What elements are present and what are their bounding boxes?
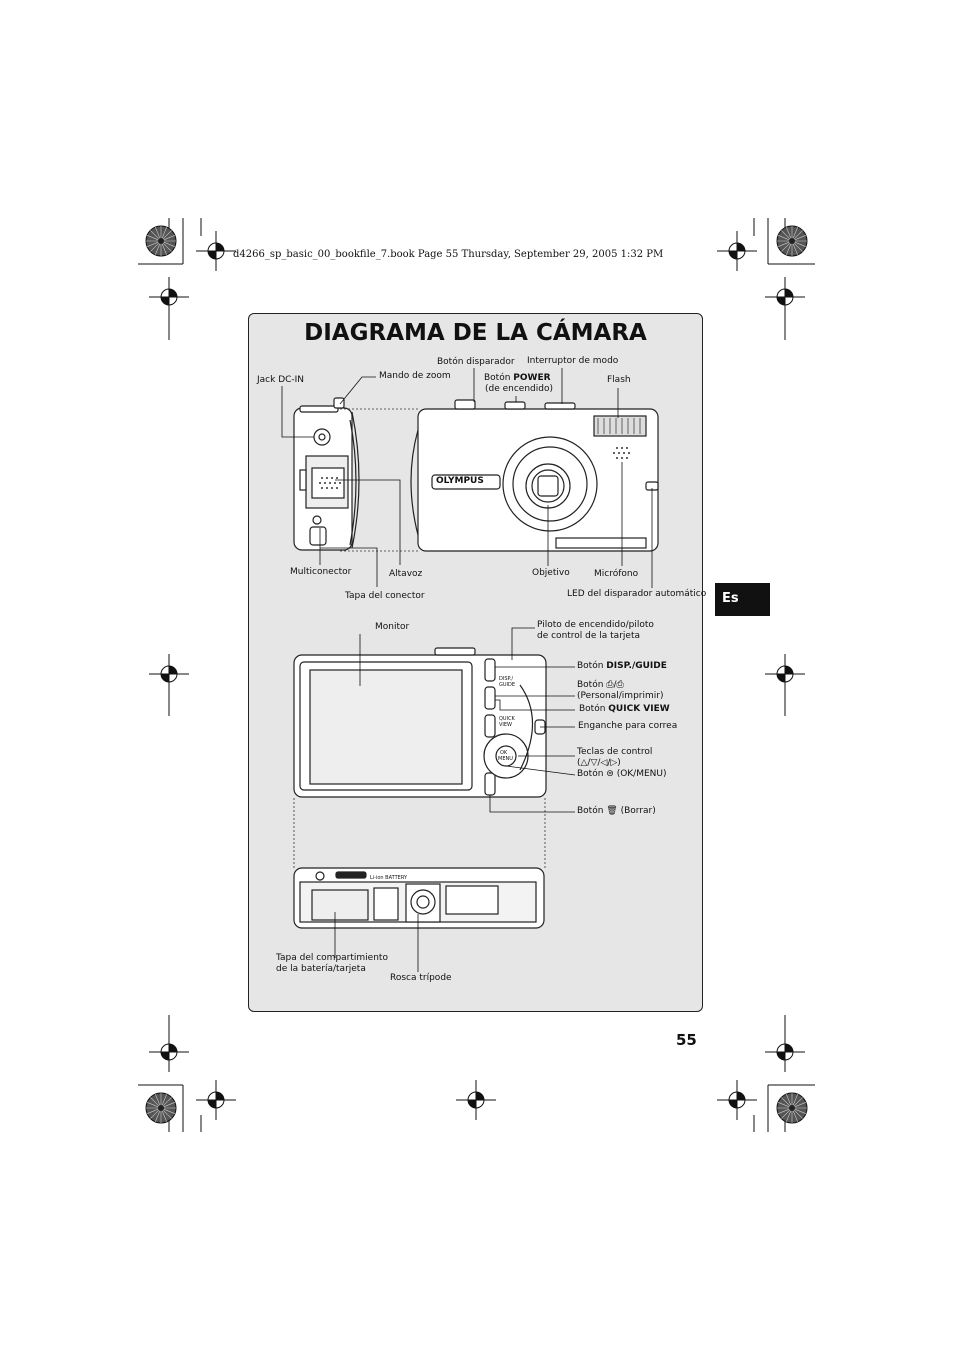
label-monitor: Monitor [375, 622, 410, 632]
leader-lines [281, 368, 653, 972]
label-teclas-2: (△/▽/◁/▷) [577, 758, 621, 768]
label-objetivo: Objetivo [532, 568, 570, 578]
bottom-battery-text: Li-ion BATTERY [370, 875, 408, 881]
label-tapa-conector: Tapa del conector [345, 591, 425, 601]
label-boton-ok: Botón ⊜ (OK/MENU) [577, 769, 667, 779]
language-tab: Es [715, 583, 770, 616]
trash-icon: 🗑 [606, 806, 618, 816]
label-tapa-bateria-1: Tapa del compartimiento [276, 953, 388, 963]
svg-text:MENU: MENU [498, 756, 513, 762]
label-microfono: Micrófono [594, 569, 639, 579]
camera-bottom-view [293, 867, 545, 929]
camera-back-view [293, 647, 547, 798]
camera-front-view [410, 399, 659, 552]
back-quick-text: QUICK [499, 716, 516, 722]
page-title: DIAGRAMA DE LA CÁMARA [304, 320, 647, 346]
label-tapa-bateria-2: de la batería/tarjeta [276, 964, 366, 974]
label-flash: Flash [607, 375, 631, 385]
mic-holes [613, 447, 630, 459]
label-interruptor-modo: Interruptor de modo [527, 356, 619, 366]
label-mando-zoom: Mando de zoom [379, 371, 451, 381]
label-altavoz: Altavoz [389, 569, 423, 579]
label-boton-disp: Botón DISP./GUIDE [577, 661, 667, 671]
side-speaker-holes [319, 477, 341, 489]
back-ok-text: OK [500, 750, 508, 756]
label-boton-power: Botón POWER [484, 373, 551, 383]
label-led-disparador: LED del disparador automático [567, 589, 707, 599]
label-piloto-2: de control de la tarjeta [537, 631, 640, 641]
brand-logo-text: OLYMPUS [436, 476, 484, 486]
label-boton-personal: Botón ⎙/⎙ [577, 680, 624, 690]
label-jack-dcin: Jack DC-IN [257, 375, 305, 385]
label-boton-power-sub: (de encendido) [485, 384, 553, 394]
page-number: 55 [676, 1031, 697, 1049]
dashed-guides [293, 408, 546, 868]
svg-text:VIEW: VIEW [499, 722, 512, 728]
ok-menu-icon: ⊜ [606, 769, 614, 779]
back-disp-text: DISP./ [499, 676, 513, 682]
print-icon: ⎙/⎙ [606, 680, 624, 690]
file-header-line: d4266_sp_basic_00_bookfile_7.book Page 5… [233, 249, 664, 260]
label-boton-disparador: Botón disparador [437, 357, 515, 367]
camera-side-view [293, 397, 360, 551]
label-multiconector: Multiconector [290, 567, 352, 577]
label-teclas-1: Teclas de control [577, 747, 653, 757]
label-boton-quick-view: Botón QUICK VIEW [579, 704, 670, 714]
label-personal-sub: (Personal/imprimir) [577, 691, 664, 701]
flash-lines [597, 418, 641, 434]
svg-text:GUIDE: GUIDE [499, 682, 515, 688]
label-boton-borrar: Botón 🗑 (Borrar) [577, 806, 656, 816]
label-piloto-1: Piloto de encendido/piloto [537, 620, 654, 630]
label-enganche: Enganche para correa [578, 721, 678, 731]
label-rosca-tripode: Rosca trípode [390, 973, 452, 983]
